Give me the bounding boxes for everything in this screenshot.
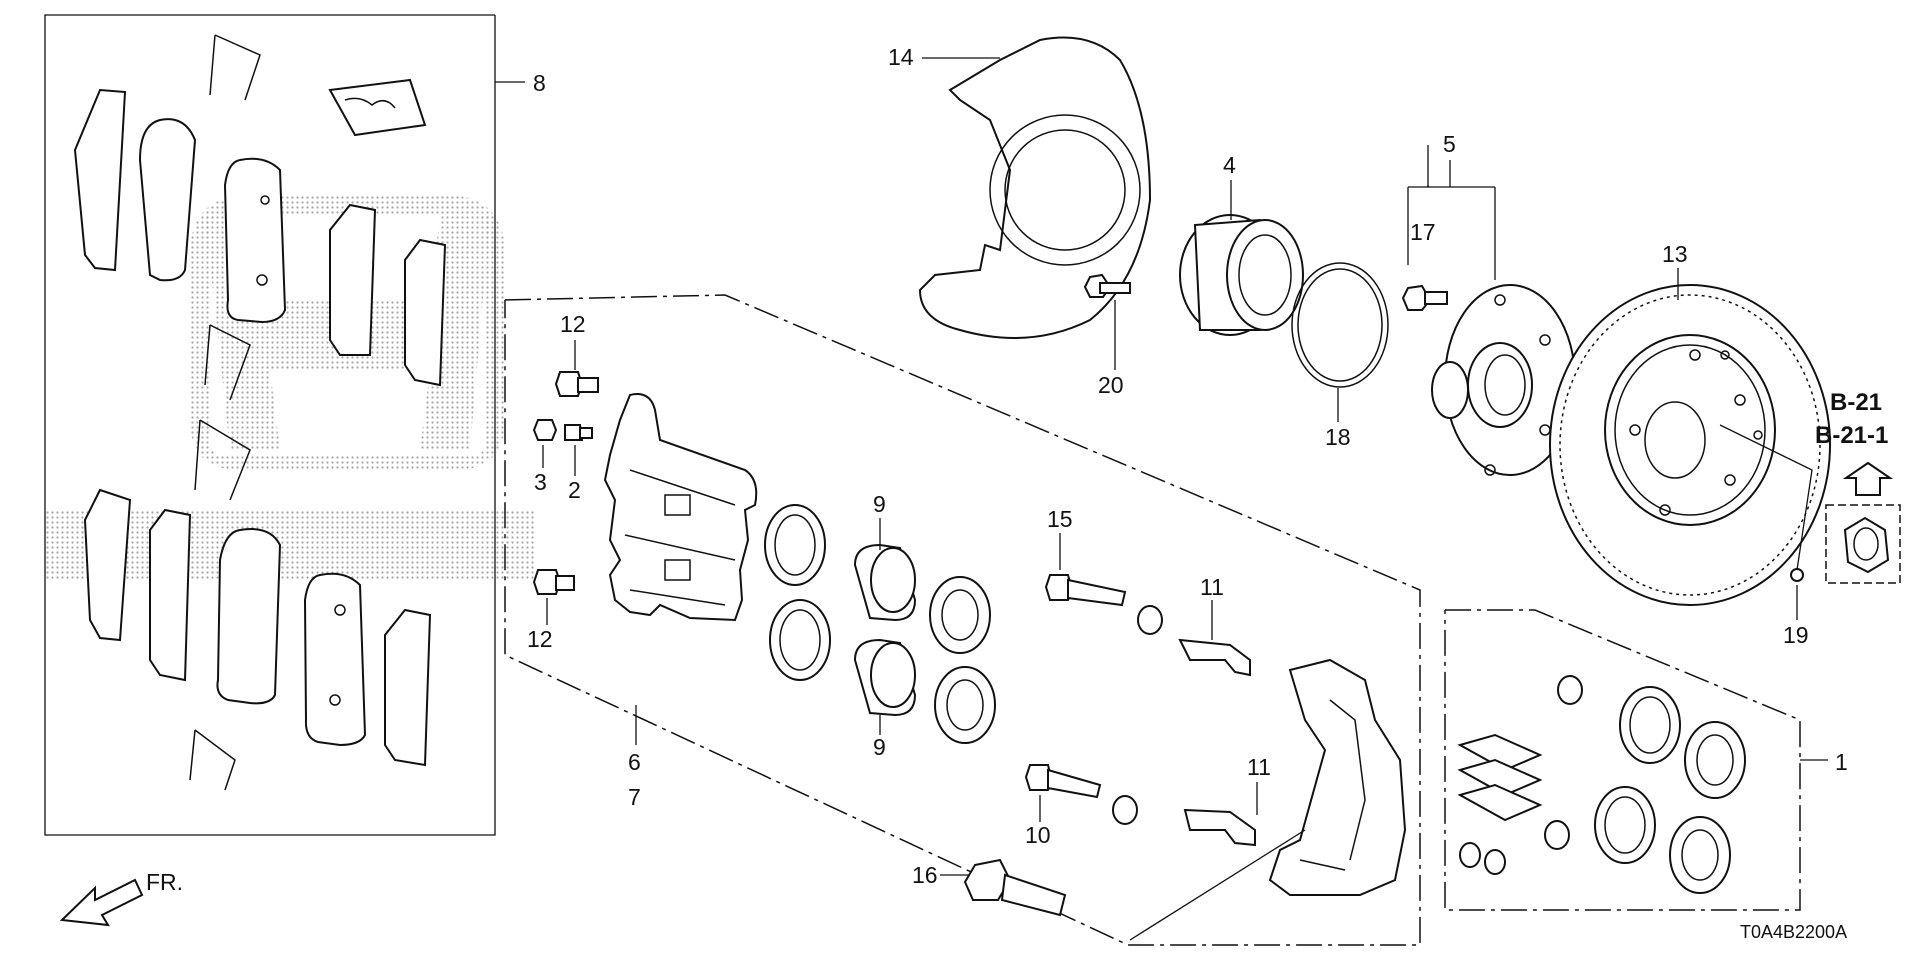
pin-boot-upper xyxy=(1137,605,1163,635)
pin-boot-lower xyxy=(1112,795,1138,825)
wheel-hub xyxy=(1431,284,1576,476)
cap-3 xyxy=(532,419,558,441)
callout-10: 10 xyxy=(1025,822,1051,848)
callout-2: 2 xyxy=(568,477,581,503)
callout-15: 15 xyxy=(1047,506,1073,532)
hub-bolt-17 xyxy=(1401,284,1448,311)
callout-4: 4 xyxy=(1223,152,1236,178)
piston-seals xyxy=(764,504,831,681)
piston-lower xyxy=(853,638,917,717)
guide-pin-10 xyxy=(1024,764,1102,799)
brake-disc-13 xyxy=(1549,284,1831,606)
boot-seals xyxy=(929,576,996,744)
piston-upper xyxy=(853,543,917,622)
disc-screw-19 xyxy=(1790,568,1804,582)
callout-9-lower: 9 xyxy=(873,734,886,760)
front-direction-arrow-icon xyxy=(59,878,144,927)
callout-5: 5 xyxy=(1443,131,1456,157)
snap-ring-18 xyxy=(1291,262,1389,388)
pad-retainer-upper xyxy=(1178,638,1251,677)
callout-17: 17 xyxy=(1410,219,1436,245)
callout-12-lower: 12 xyxy=(527,626,553,652)
pad-retainer-lower xyxy=(1183,808,1256,847)
bolt-12-upper xyxy=(554,371,599,397)
caliper-bracket xyxy=(1268,658,1407,896)
front-direction-label: FR. xyxy=(146,869,183,895)
caliper-body xyxy=(603,393,758,622)
callout-20: 20 xyxy=(1098,372,1124,398)
up-arrow-icon xyxy=(1842,461,1894,496)
caliper-group-outline xyxy=(504,294,1421,946)
callout-11-lower: 11 xyxy=(1247,754,1271,780)
bracket-bolt-16 xyxy=(963,858,1067,917)
callout-3: 3 xyxy=(534,469,547,495)
callout-16: 16 xyxy=(912,862,938,888)
wheel-nut xyxy=(1825,504,1901,584)
callout-11-upper: 11 xyxy=(1200,574,1224,600)
diagram-code: T0A4B2200A xyxy=(1740,922,1847,942)
callout-8: 8 xyxy=(533,70,546,96)
callout-9-upper: 9 xyxy=(873,491,886,517)
wheel-bearing-4 xyxy=(1179,214,1304,336)
callout-13: 13 xyxy=(1662,241,1688,267)
reference-label-b21-1: B-21-1 xyxy=(1815,422,1888,449)
callout-7: 7 xyxy=(628,784,641,810)
callout-1: 1 xyxy=(1835,749,1848,775)
callout-6: 6 xyxy=(628,749,641,775)
screw-20 xyxy=(1083,273,1131,298)
seal-kit-parts xyxy=(1457,675,1746,894)
brake-pads-upper xyxy=(73,34,447,387)
pad-set-box xyxy=(44,14,525,836)
callout-18: 18 xyxy=(1325,424,1351,450)
bolt-12-lower xyxy=(532,569,575,595)
guide-pin-15 xyxy=(1044,574,1127,607)
brake-pads-lower xyxy=(83,324,432,791)
bleeder-2 xyxy=(564,424,593,441)
reference-label-b21: B-21 xyxy=(1830,389,1882,416)
callout-12-upper: 12 xyxy=(560,311,586,337)
seal-kit-box xyxy=(1444,609,1828,911)
callout-19: 19 xyxy=(1783,622,1809,648)
callout-14: 14 xyxy=(888,44,914,70)
